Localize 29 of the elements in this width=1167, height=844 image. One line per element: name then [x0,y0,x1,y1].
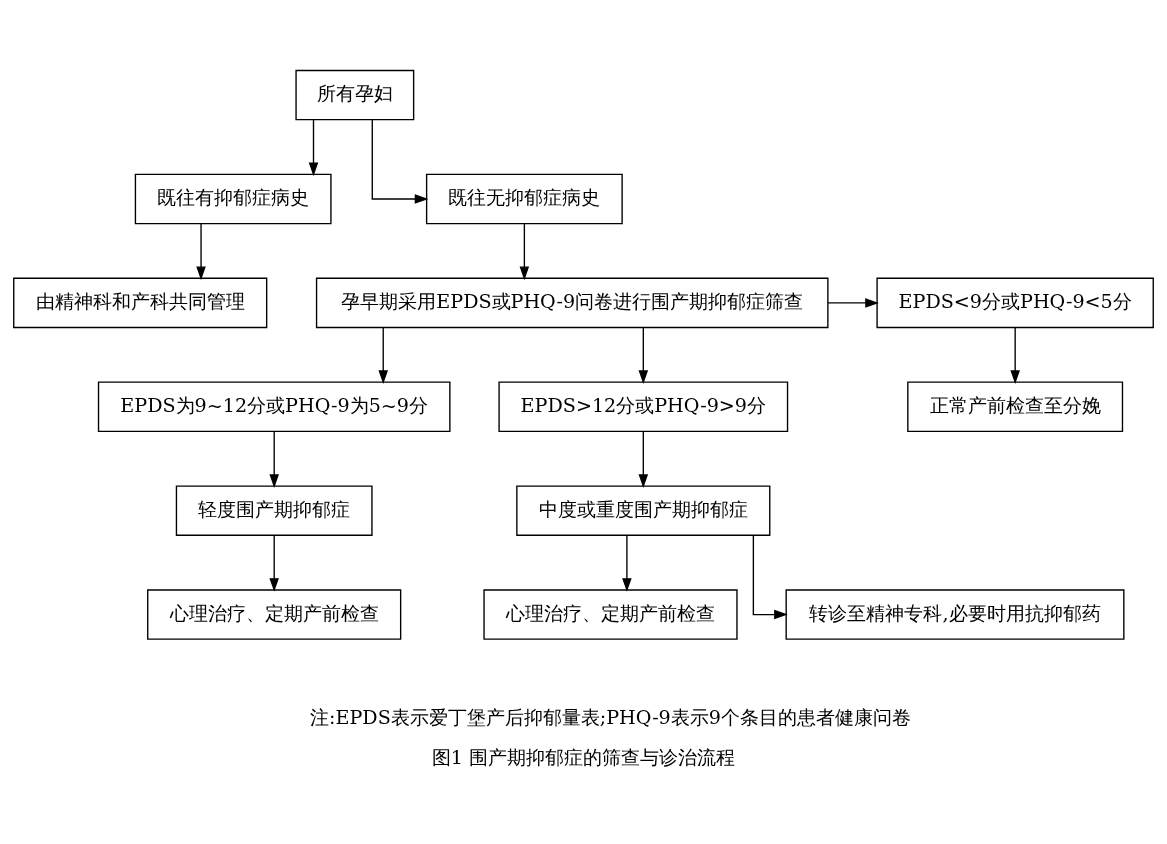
node-box: 中度或重度围产期抑郁症 [516,484,771,536]
arrow [519,222,530,280]
label: 注:EPDS表示爱丁堡产后抑郁量表;PHQ-9表示9个条目的患者健康问卷 [310,705,911,729]
node-box: EPDS<9分或PHQ-9<5分 [876,277,1154,328]
arrow [196,222,206,280]
node-box: 孕早期采用EPDS或PHQ-9问卷进行围产期抑郁症筛查 [315,277,829,328]
node-box: 由精神科和产科共同管理 [13,277,268,328]
arrow [371,118,429,204]
arrow [827,297,879,308]
arrow [378,326,388,384]
node-box: 轻度围产期抑郁症 [175,484,373,536]
arrow [638,430,649,488]
node-box: 既往无抑郁症病史 [425,173,623,224]
caption: 图1 围产期抑郁症的筛查与诊治流程 [431,745,736,769]
arrow [269,534,279,592]
node-box: 所有孕妇 [295,69,415,120]
node-box: 心理治疗、定期产前检查 [483,588,738,640]
arrow [752,534,788,619]
node-box: 正常产前检查至分娩 [907,381,1124,432]
arrow [308,118,319,176]
arrow [622,534,632,592]
arrow [1010,326,1020,384]
node-box: 既往有抑郁症病史 [134,173,332,224]
node-box: EPDS>12分或PHQ-9>9分 [498,381,789,432]
arrow [638,326,649,384]
arrow [269,430,279,488]
node-box: 心理治疗、定期产前检查 [147,588,402,640]
node-box: 转诊至精神专科,必要时用抗抑郁药 [785,588,1125,640]
node-box: EPDS为9~12分或PHQ-9为5~9分 [97,381,451,432]
